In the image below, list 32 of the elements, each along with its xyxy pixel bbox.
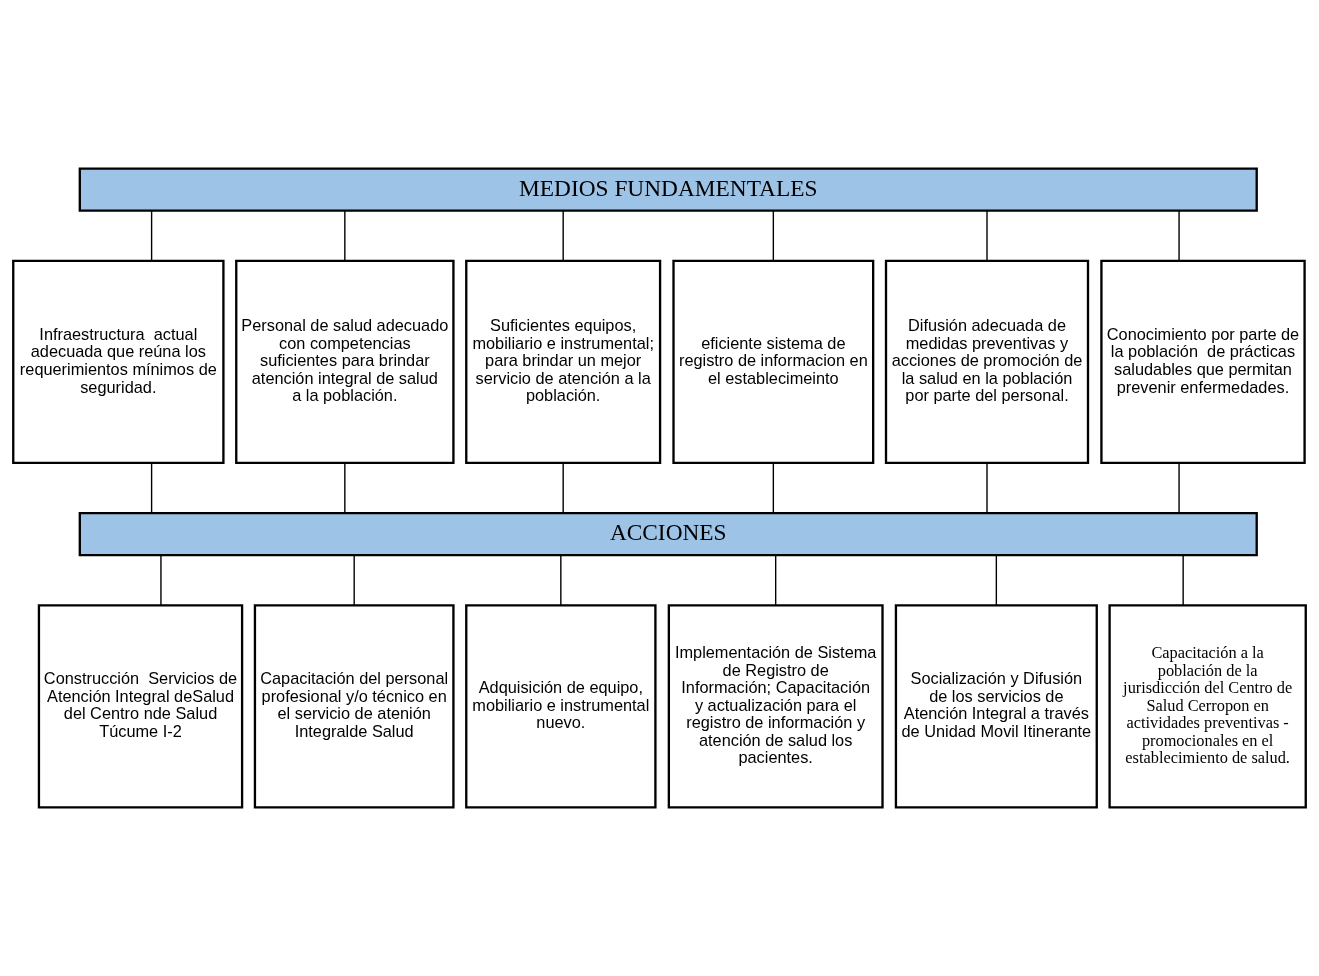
node-box: Socialización y Difusión de los servicios de Atención Integral a través de Unidad Movil Itinerante (894, 604, 1098, 809)
connector (1182, 554, 1184, 606)
connector (986, 462, 988, 514)
node-box: Construcción Servicios de Atención Integral deSalud del Centro nde Salud Túcume I-2 (37, 604, 244, 809)
connector (562, 462, 564, 514)
connector (150, 462, 153, 514)
node-box: ACCIONES (78, 511, 1258, 557)
node-box: Difusión adecuada de medidas preventivas y acciones de promoción de la salud en la población por parte del personal. (884, 259, 1090, 465)
connector (1178, 462, 1180, 514)
node-box: Adquisición de equipo, mobiliario e instrumental nuevo. (465, 604, 657, 809)
node-box: Personal de salud adecuado con competencias suficientes para brindar atención integral de salud a la población. (235, 259, 455, 465)
connector (562, 210, 564, 262)
node-box: Capacitación a la población de la jurisdicción del Centro de Salud Cerropon en actividades preventivas - promocionales en el establecimiento de salud. (1108, 604, 1307, 809)
connector (986, 210, 988, 262)
node-box: eficiente sistema de registro de informacion en el establecimeinto (672, 259, 875, 465)
connector (150, 210, 153, 262)
connector (995, 554, 998, 606)
connector (344, 210, 346, 262)
connector (344, 462, 346, 514)
node-box: MEDIOS FUNDAMENTALES (78, 167, 1258, 212)
connector (772, 462, 775, 514)
connector (160, 554, 162, 606)
connector (560, 554, 562, 606)
connector (772, 210, 775, 262)
node-box: Conocimiento por parte de la población de prácticas saludables que permitan prevenir enfermedades. (1100, 259, 1306, 465)
node-box: Suficientes equipos, mobiliario e instrumental; para brindar un mejor servicio de atención a la población. (465, 259, 662, 465)
connector (774, 554, 777, 606)
node-box: Capacitación del personal profesional y/o técnico en el servicio de atenión Integralde Salud (253, 604, 455, 809)
node-box: Infraestructura actual adecuada que reúna los requerimientos mínimos de seguridad. (12, 259, 225, 465)
connector (353, 554, 355, 606)
node-box: Implementación de Sistema de Registro de Información; Capacitación y actualización para el registro de información y atención de salud los pacientes. (667, 604, 884, 809)
connector (1178, 210, 1180, 262)
